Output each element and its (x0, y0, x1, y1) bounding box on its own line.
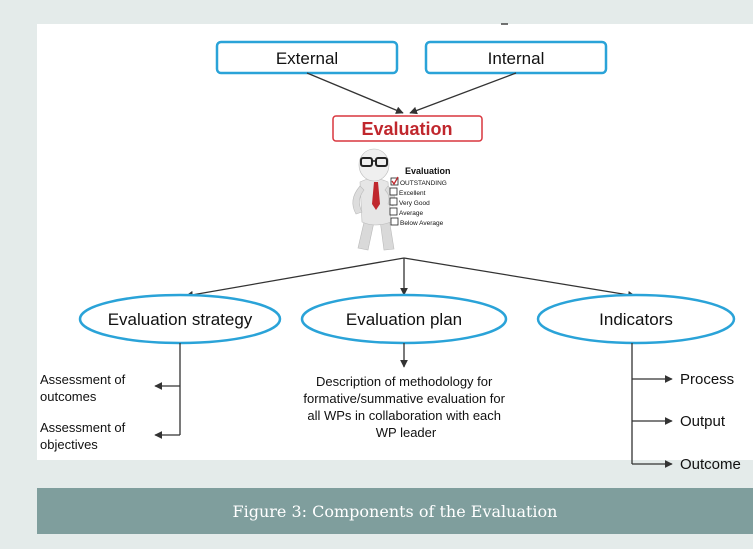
indicators-arrow (403, 257, 636, 299)
checklist-item: Below Average (390, 217, 444, 227)
internal-label: Internal (488, 49, 545, 68)
strategy-arrow (185, 257, 405, 299)
checkmark-icon (391, 176, 399, 186)
indicators-branch: Process Output Outcome (631, 343, 741, 473)
strategy-oval: Evaluation strategy (78, 293, 282, 345)
figure-caption-bar: Figure 3: Components of the Evaluation (37, 488, 753, 534)
svg-text:Below Average: Below Average (400, 220, 444, 227)
plan-branch: Description of methodology for formative… (303, 343, 508, 440)
evaluator-figure-icon (352, 148, 395, 251)
indicator-item: Process (680, 371, 734, 388)
external-label: External (276, 49, 338, 68)
strategy-branch: Assessment of outcomes Assessment of obj… (40, 343, 181, 452)
strategy-item: Assessment of outcomes (40, 372, 129, 404)
checklist-item: Very Good (389, 197, 430, 207)
svg-text:Excellent: Excellent (399, 190, 426, 197)
evaluation-checklist: Evaluation OUTSTANDING Excellent Very Go… (389, 166, 451, 227)
indicator-item: Outcome (680, 456, 741, 473)
checklist-item: OUTSTANDING (390, 176, 447, 187)
svg-text:Average: Average (399, 210, 423, 217)
svg-text:Very Good: Very Good (399, 200, 430, 207)
checklist-item: Excellent (389, 187, 426, 197)
evaluation-label: Evaluation (361, 119, 452, 139)
strategy-label: Evaluation strategy (108, 310, 253, 329)
evaluation-node: Evaluation (332, 115, 483, 142)
figure-caption: Figure 3: Components of the Evaluation (232, 501, 558, 521)
external-node: External (215, 40, 399, 75)
plan-label: Evaluation plan (346, 310, 462, 329)
internal-node: Internal (424, 40, 608, 75)
checklist-item: Average (389, 207, 423, 217)
plan-description: Description of methodology for formative… (303, 374, 508, 440)
indicators-label: Indicators (599, 310, 673, 329)
internal-arrow (409, 72, 517, 115)
svg-text:OUTSTANDING: OUTSTANDING (400, 180, 447, 187)
external-arrow (306, 72, 404, 114)
indicators-oval: Indicators (536, 293, 736, 345)
plan-oval: Evaluation plan (300, 293, 508, 345)
strategy-item: Assessment of objectives (40, 420, 129, 452)
indicator-item: Output (680, 413, 726, 430)
checklist-title: Evaluation (405, 166, 451, 176)
